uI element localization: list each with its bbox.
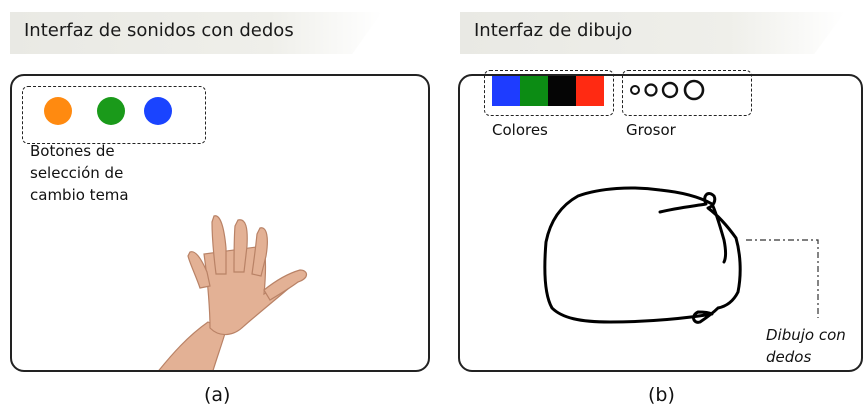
theme-buttons-label-line-2: selección de: [30, 164, 124, 182]
drawing-callout-line: [746, 239, 819, 318]
color-swatch-red[interactable]: [576, 76, 604, 106]
finger-drawing-stroke: [543, 186, 742, 324]
panel-a-caption: (a): [204, 384, 231, 406]
thickness-medium-icon[interactable]: [644, 83, 658, 97]
drawing-label-line-1: Dibujo con: [766, 326, 846, 344]
panel-b-header-title: Interfaz de dibujo: [474, 20, 633, 41]
theme-buttons-label-line-1: Botones de: [30, 142, 115, 160]
drawing-label-line-2: dedos: [766, 348, 812, 366]
thickness-group: [622, 70, 752, 116]
theme-button-orange[interactable]: [44, 97, 72, 125]
theme-buttons-label-line-3: cambio tema: [30, 186, 129, 204]
color-swatch-black[interactable]: [548, 76, 576, 106]
theme-buttons-label: Botones de selección de cambio tema: [30, 140, 129, 206]
theme-buttons-group: [22, 86, 206, 144]
color-palette-group: [484, 70, 614, 116]
panel-b-frame: [458, 74, 863, 372]
thickness-large-icon[interactable]: [661, 81, 679, 99]
panel-a-header-title: Interfaz de sonidos con dedos: [24, 20, 294, 41]
thickness-small-icon[interactable]: [630, 85, 640, 95]
panel-b-caption: (b): [648, 384, 675, 406]
open-hand-icon: [158, 215, 308, 370]
thickness-options: [630, 79, 705, 101]
color-swatch-green[interactable]: [520, 76, 548, 106]
panel-a-frame: Botones de selección de cambio tema: [10, 74, 430, 372]
color-swatch-blue[interactable]: [492, 76, 520, 106]
theme-button-blue[interactable]: [144, 97, 172, 125]
drawing-label: Dibujo con dedos: [766, 324, 846, 368]
panel-a-header: Interfaz de sonidos con dedos: [10, 12, 382, 54]
panel-b-header: Interfaz de dibujo: [460, 12, 845, 54]
thickness-label: Grosor: [626, 121, 676, 139]
colors-label: Colores: [492, 121, 548, 139]
thickness-xlarge-icon[interactable]: [683, 79, 705, 101]
theme-button-green[interactable]: [97, 97, 125, 125]
